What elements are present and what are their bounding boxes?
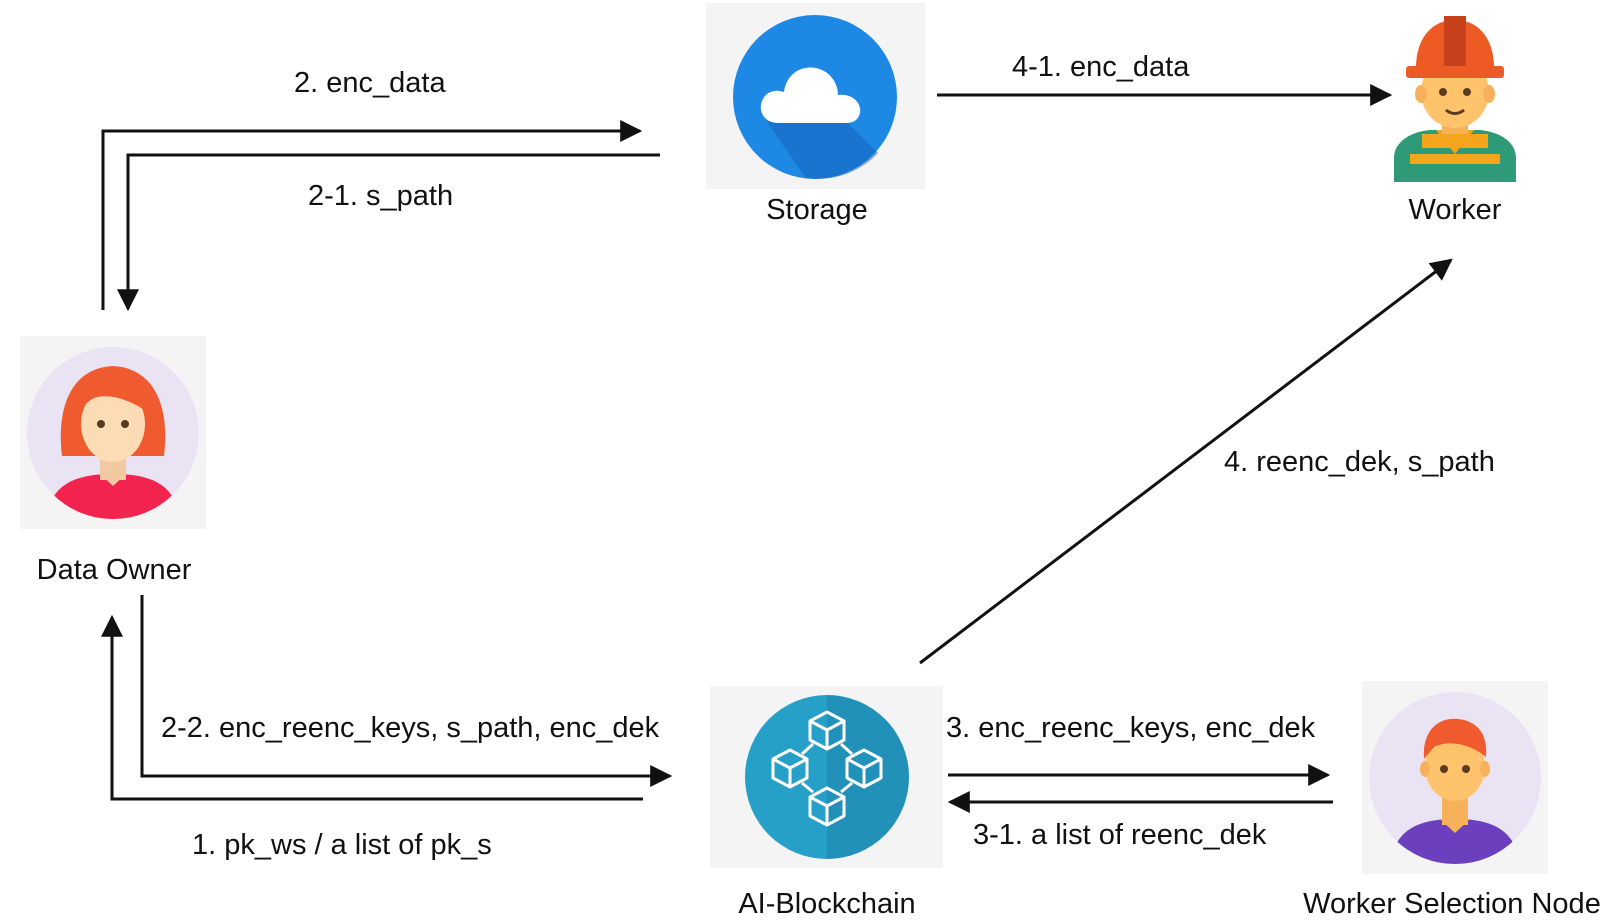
ai-blockchain-node — [710, 686, 943, 868]
edge-2-2-enc-reenc-keys-arrow — [140, 595, 673, 787]
worker-hardhat-icon — [1394, 16, 1516, 182]
worker-selection-node-label: Worker Selection Node — [1303, 888, 1601, 920]
data-owner-node — [20, 336, 206, 529]
storage-label: Storage — [766, 194, 868, 226]
ai-blockchain-label: AI-Blockchain — [738, 888, 916, 920]
woman-avatar-icon — [27, 347, 199, 519]
storage-node — [706, 3, 925, 189]
worker-node — [1392, 16, 1518, 182]
worker-label: Worker — [1408, 194, 1502, 226]
edge-label-3-enc-reenc-keys: 3. enc_reenc_keys, enc_dek — [946, 712, 1316, 744]
edge-label-4-1-enc-data: 4-1. enc_data — [1012, 51, 1190, 83]
cloud-storage-icon — [733, 15, 897, 179]
edge-label-3-1-reenc-dek: 3-1. a list of reenc_dek — [973, 819, 1267, 851]
edge-2-1-s-path-arrow — [117, 153, 660, 312]
edge-label-2-2-enc-reenc-keys: 2-2. enc_reenc_keys, s_path, enc_dek — [161, 712, 660, 744]
edge-2-enc-data-arrow — [101, 120, 643, 310]
worker-selection-node — [1362, 681, 1548, 874]
man-avatar-icon — [1369, 692, 1541, 864]
edge-1-pk-ws-arrow — [101, 614, 643, 801]
edge-label-2-1-s-path: 2-1. s_path — [308, 180, 454, 212]
edge-4-reenc-dek-arrow — [919, 258, 1453, 665]
edge-label-1-pk-ws: 1. pk_ws / a list of pk_s — [192, 829, 492, 861]
edge-label-4-reenc-dek: 4. reenc_dek, s_path — [1224, 446, 1495, 478]
data-owner-label: Data Owner — [36, 554, 192, 586]
blockchain-cubes-icon — [745, 695, 909, 859]
edge-label-2-enc-data: 2. enc_data — [294, 67, 446, 99]
